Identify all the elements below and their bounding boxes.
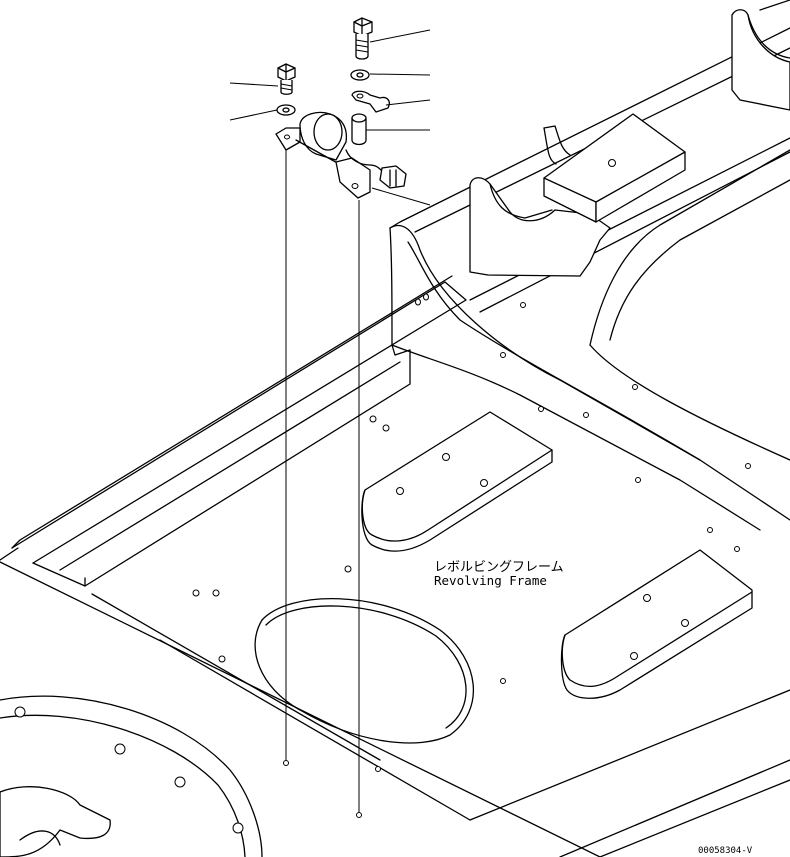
spacer-collar: [351, 113, 367, 146]
frame-holes: [14, 293, 751, 834]
bolt-upper: [353, 17, 373, 60]
assembly-guide-lines: [283, 150, 362, 818]
frame-label-en: Revolving Frame: [434, 573, 547, 588]
washer-upper: [350, 69, 370, 81]
sensor-assembly: [275, 111, 407, 199]
bolt-left: [277, 63, 296, 95]
washer-left: [276, 104, 296, 116]
frame-label-jp: レボルビングフレーム: [434, 560, 564, 575]
callout-leaders: [229, 29, 431, 206]
clip-bracket: [351, 90, 390, 113]
drawing-code: 00058304-V: [698, 846, 753, 856]
